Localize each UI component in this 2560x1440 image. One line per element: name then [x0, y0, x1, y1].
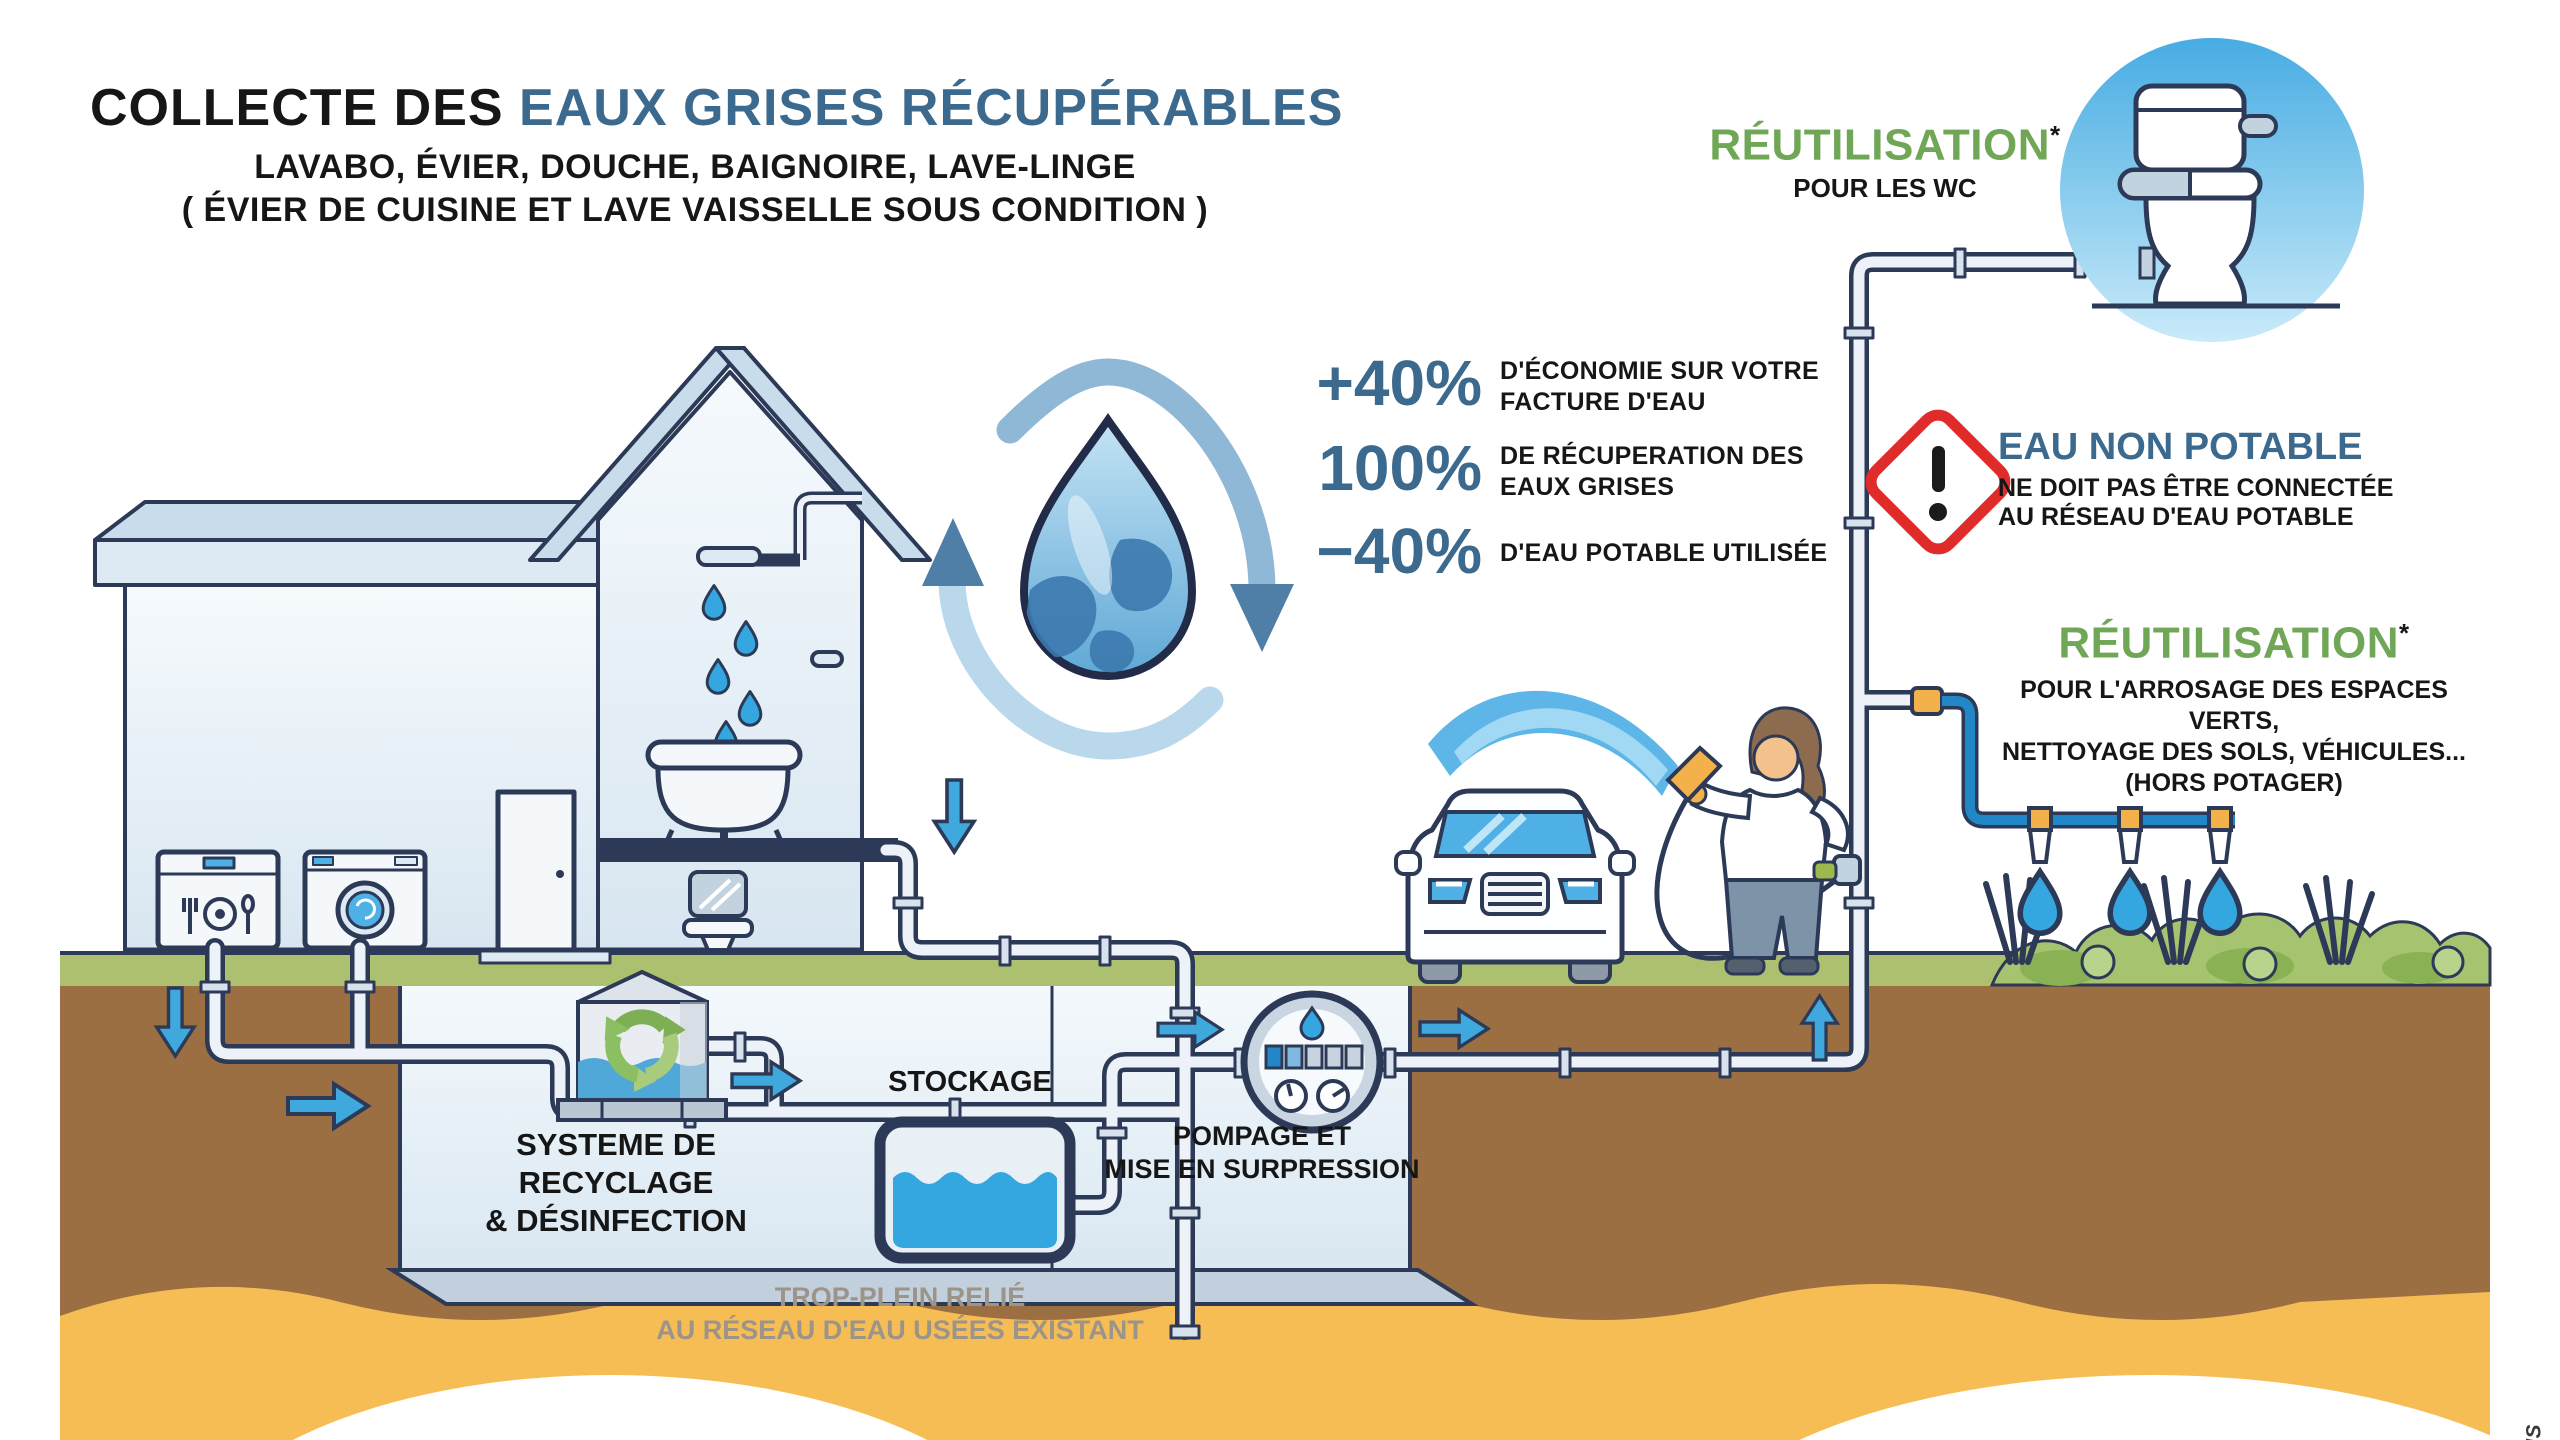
subtitle-condition: ( ÉVIER DE CUISINE ET LAVE VAISSELLE SOU… [181, 191, 1209, 229]
asterisk: * [2049, 120, 2061, 150]
water-spray [1428, 690, 1678, 796]
door-knob-icon [556, 870, 564, 878]
grass-tufts [1983, 873, 2375, 965]
basement-floor-slab [385, 1268, 1479, 1306]
person-watering [1654, 706, 1862, 976]
stat-value: −40% [1316, 515, 1482, 587]
main-title-accent: EAUX GRISES RÉCUPÉRABLES [519, 79, 1344, 137]
warning-title: EAU NON POTABLE [1998, 426, 2363, 468]
hose-connector [1910, 686, 1944, 716]
warning-line2: AU RÉSEAU D'EAU POTABLE [1998, 503, 2354, 531]
house-illustration [93, 346, 932, 965]
pump-drop-icon [1299, 1005, 1325, 1041]
shoe [1724, 956, 1766, 976]
label-recycling-system: SYSTEME DE RECYCLAGE & DÉSINFECTION [485, 1127, 747, 1238]
stat-row-potable: −40% D'EAU POTABLE UTILISÉE [1282, 515, 1828, 587]
warning-icon [1865, 409, 2011, 555]
label-overflow: TROP-PLEIN RELIÉ AU RÉSEAU D'EAU USÉES E… [656, 1282, 1144, 1345]
drip-irrigation [1910, 686, 2240, 934]
dishwasher-icon [155, 849, 281, 951]
drippers [2027, 806, 2233, 864]
label-pump: POMPAGE ET MISE EN SURPRESSION [1104, 1121, 1420, 1184]
asterisk: * [2398, 618, 2410, 648]
car-illustration [1394, 788, 1636, 984]
hose-tap [1812, 854, 1862, 886]
overflow-outlet-flange [1169, 1324, 1201, 1340]
bathtub-icon [645, 739, 803, 850]
garden-bushes [1983, 873, 2492, 987]
stat-value: +40% [1316, 347, 1482, 419]
pump-dials [1274, 1079, 1350, 1113]
main-title-prefix: COLLECTE DES [90, 79, 520, 137]
floor-band [598, 838, 898, 862]
shower-icon [696, 491, 862, 668]
flow-arrow-down-icon [932, 778, 976, 854]
subtitle-sources: LAVABO, ÉVIER, DOUCHE, BAIGNOIRE, LAVE-L… [254, 148, 1136, 186]
hose-nozzle-icon [1665, 745, 1723, 803]
main-title: COLLECTE DES EAUX GRISES RÉCUPÉRABLES [90, 78, 1342, 138]
pants [1723, 878, 1825, 960]
pump-level-gauge [1264, 1044, 1364, 1070]
toilet-icon [2092, 83, 2340, 309]
reuse-wc-title: RÉUTILISATION* [1709, 120, 2061, 170]
windshield [1433, 810, 1597, 858]
sink-icon [682, 918, 754, 952]
reuse-garden-block: RÉUTILISATION* POUR L'ARROSAGE DES ESPAC… [2000, 618, 2468, 799]
pipe-joints [199, 247, 2087, 1340]
reuse-wc-subtitle: POUR LES WC [1793, 172, 1977, 203]
recycle-icon [604, 1009, 686, 1092]
label-storage: STOCKAGE [888, 1066, 1052, 1098]
pump-unit [1240, 990, 1384, 1134]
mirror-icon [688, 870, 748, 918]
storage-tank [874, 1116, 1076, 1264]
stat-value: 100% [1318, 432, 1482, 504]
shoe [1778, 956, 1820, 976]
reuse-wc-block: RÉUTILISATION* POUR LES WC [1695, 120, 2075, 204]
page-title: COLLECTE DES EAUX GRISES RÉCUPÉRABLES LA… [90, 78, 1342, 230]
right-arm [1809, 795, 1850, 853]
water-drop-icon [2200, 872, 2240, 934]
reuse-garden-lines: POUR L'ARROSAGE DES ESPACES VERTS, NETTO… [2002, 675, 2466, 797]
washing-machine-icon [302, 849, 428, 951]
water-drop-icon [2110, 872, 2150, 934]
water-drop-icon [2020, 872, 2060, 934]
warning-line1: NE DOIT PAS ÊTRE CONNECTÉE [1998, 474, 2394, 502]
toilet-badge [2060, 38, 2364, 342]
recycling-unit [556, 969, 728, 1122]
roof-right [714, 346, 932, 562]
water-cycle-icon [922, 358, 1294, 760]
reuse-garden-title: RÉUTILISATION* [2058, 618, 2410, 668]
stat-label: D'EAU POTABLE UTILISÉE [1500, 539, 1828, 567]
tank-water [893, 1172, 1057, 1248]
footnote-vertical: * USAGES PRÉCONISÉS PAR L'ANSES SOUS CON… [2522, 1424, 2546, 1440]
head [1752, 734, 1800, 782]
globe-icon [1025, 495, 1173, 673]
